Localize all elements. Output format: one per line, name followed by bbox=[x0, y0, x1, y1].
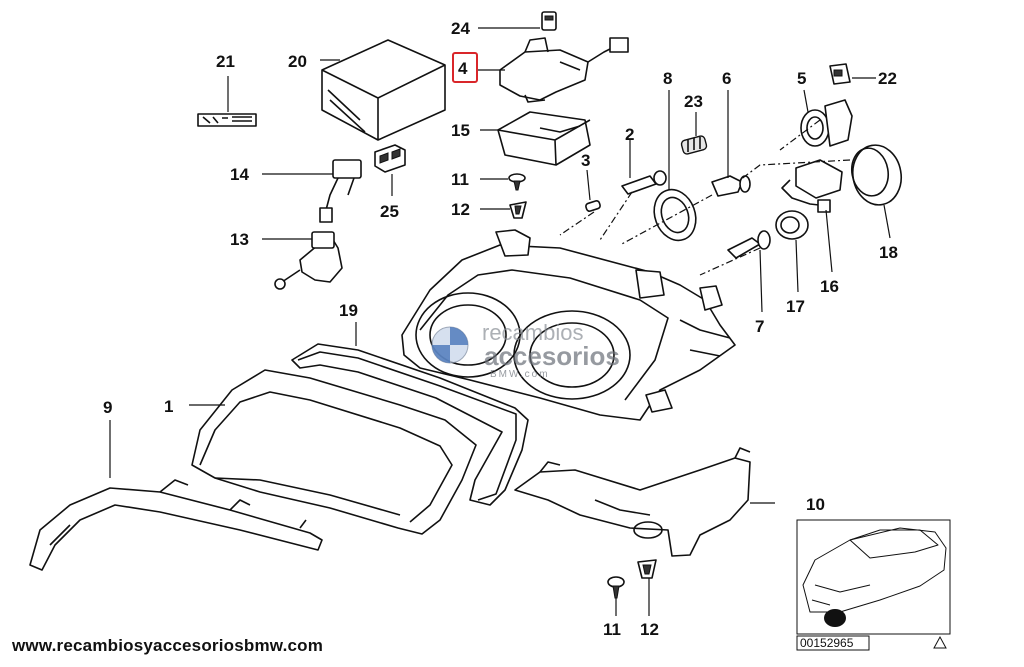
label-2: 2 bbox=[625, 125, 634, 144]
part-7-bulb bbox=[727, 230, 771, 259]
part-12-clip-lower bbox=[637, 559, 657, 579]
part-23-bulb-holder bbox=[680, 135, 708, 155]
label-4: 4 bbox=[458, 59, 468, 78]
part-19-seal-frame bbox=[291, 343, 529, 506]
part-25-socket bbox=[374, 144, 406, 173]
part-16-module bbox=[781, 159, 843, 213]
part-24-plug bbox=[541, 11, 557, 31]
label-12-lower: 12 bbox=[640, 620, 659, 639]
watermark-line-1: recambios bbox=[482, 320, 583, 345]
label-15: 15 bbox=[451, 121, 470, 140]
car-location-inset: 00152965 bbox=[796, 519, 951, 651]
label-18: 18 bbox=[879, 243, 898, 262]
part-4-mounting-bracket bbox=[499, 37, 629, 103]
label-23: 23 bbox=[684, 92, 703, 111]
label-20: 20 bbox=[288, 52, 307, 71]
label-7: 7 bbox=[755, 317, 764, 336]
part-21-label-sticker bbox=[197, 113, 257, 127]
headlight-location-marker bbox=[824, 609, 846, 627]
label-12-upper: 12 bbox=[451, 200, 470, 219]
part-20-box bbox=[321, 39, 446, 141]
part-3-small-bulb bbox=[585, 200, 601, 212]
inset-part-number: 00152965 bbox=[800, 636, 854, 650]
part-11-screw-upper bbox=[508, 173, 526, 191]
watermark-line-3: BMW.com bbox=[490, 369, 550, 380]
part-5-socket bbox=[800, 99, 853, 147]
label-11-upper: 11 bbox=[451, 170, 469, 189]
label-19: 19 bbox=[339, 301, 358, 320]
part-1-headlight-lens bbox=[191, 369, 477, 535]
footer-url: www.recambiosyaccesoriosbmw.com bbox=[12, 636, 324, 655]
label-8: 8 bbox=[663, 69, 672, 88]
label-17: 17 bbox=[786, 297, 805, 316]
watermark-line-2: accesorios bbox=[484, 341, 620, 371]
label-6: 6 bbox=[722, 69, 731, 88]
label-11-lower: 11 bbox=[603, 620, 621, 639]
label-16: 16 bbox=[820, 277, 839, 296]
headlight-housing bbox=[401, 229, 736, 421]
part-13-adjuster bbox=[274, 231, 343, 290]
part-8-dust-cover bbox=[653, 188, 697, 242]
warning-triangle-icon bbox=[933, 635, 947, 649]
assembly-lines bbox=[559, 119, 851, 276]
part-10-lower-bracket bbox=[514, 447, 751, 557]
label-24: 24 bbox=[451, 19, 470, 38]
watermark: recambios accesorios BMW.com bbox=[431, 320, 620, 380]
part-2-bulb-socket bbox=[621, 170, 667, 195]
part-6-bulb bbox=[711, 175, 751, 197]
label-1: 1 bbox=[164, 397, 173, 416]
part-11-screw-lower bbox=[607, 576, 625, 599]
label-25: 25 bbox=[380, 202, 399, 221]
part-number-labels: 1 2 3 4 5 6 7 8 9 10 11 11 12 12 13 14 1… bbox=[103, 19, 898, 639]
label-4-highlight-box bbox=[452, 52, 478, 83]
label-22: 22 bbox=[878, 69, 897, 88]
part-9-trim-strip bbox=[29, 479, 323, 571]
label-21: 21 bbox=[216, 52, 235, 71]
label-14: 14 bbox=[230, 165, 249, 184]
label-13: 13 bbox=[230, 230, 249, 249]
leader-lines bbox=[109, 27, 891, 616]
part-17-cap bbox=[775, 210, 809, 240]
label-3: 3 bbox=[581, 151, 590, 170]
label-5: 5 bbox=[797, 69, 806, 88]
label-9: 9 bbox=[103, 398, 112, 417]
part-14-connector bbox=[319, 159, 362, 223]
label-10: 10 bbox=[806, 495, 825, 514]
part-12-clip-upper bbox=[509, 201, 527, 219]
part-22-plug bbox=[829, 63, 851, 85]
part-15-ballast bbox=[497, 111, 591, 166]
part-18-cover-cap bbox=[850, 144, 903, 206]
